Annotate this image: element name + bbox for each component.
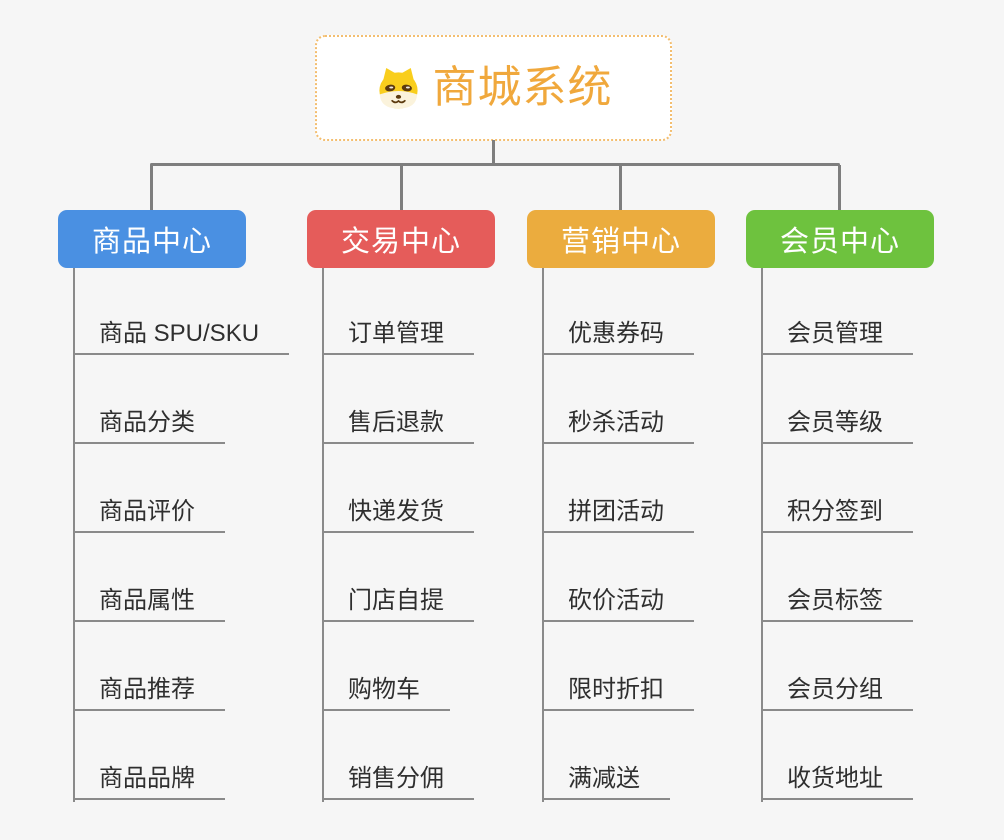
branch-member-center: 会员中心 会员管理 会员等级 积分签到 会员标签 会员分组 收货地址 [746,210,934,802]
branch-items: 会员管理 会员等级 积分签到 会员标签 会员分组 收货地址 [746,268,934,800]
branch-item[interactable]: 订单管理 [322,268,474,355]
branch-vertical-line [73,268,75,802]
branch-product-center: 商品中心 商品 SPU/SKU 商品分类 商品评价 商品属性 商品推荐 商品品牌 [58,210,290,802]
connector-stub-marketing [619,165,622,211]
branch-item[interactable]: 商品品牌 [73,711,225,800]
branch-item[interactable]: 商品评价 [73,444,225,533]
branch-header-product-center[interactable]: 商品中心 [58,210,246,268]
branch-item[interactable]: 售后退款 [322,355,474,444]
branch-item[interactable]: 限时折扣 [542,622,694,711]
branch-item[interactable]: 购物车 [322,622,450,711]
branch-item[interactable]: 砍价活动 [542,533,694,622]
branch-item[interactable]: 会员管理 [761,268,913,355]
branch-item[interactable]: 拼团活动 [542,444,694,533]
branch-item[interactable]: 优惠券码 [542,268,694,355]
branch-item[interactable]: 会员标签 [761,533,913,622]
branch-items: 优惠券码 秒杀活动 拼团活动 砍价活动 限时折扣 满减送 [527,268,715,800]
branch-header-member-center[interactable]: 会员中心 [746,210,934,268]
branch-item[interactable]: 销售分佣 [322,711,474,800]
connector-stub-trade [400,165,403,211]
branch-items: 商品 SPU/SKU 商品分类 商品评价 商品属性 商品推荐 商品品牌 [58,268,290,800]
branch-item[interactable]: 商品分类 [73,355,225,444]
branch-vertical-line [761,268,763,802]
branch-item[interactable]: 门店自提 [322,533,474,622]
branch-items: 订单管理 售后退款 快递发货 门店自提 购物车 销售分佣 [307,268,495,800]
branch-item[interactable]: 商品推荐 [73,622,225,711]
branch-item[interactable]: 积分签到 [761,444,913,533]
branch-item[interactable]: 快递发货 [322,444,474,533]
branch-marketing-center: 营销中心 优惠券码 秒杀活动 拼团活动 砍价活动 限时折扣 满减送 [527,210,715,802]
root-node[interactable]: 商城系统 [315,35,672,141]
branch-item[interactable]: 满减送 [542,711,670,800]
connector-stub-member [838,165,841,211]
branch-header-marketing-center[interactable]: 营销中心 [527,210,715,268]
connector-horizontal-line [150,163,840,166]
branch-item[interactable]: 会员等级 [761,355,913,444]
dog-icon [375,65,422,112]
connector-stub-product [150,165,153,211]
connector-root-stub [492,140,495,165]
branch-item[interactable]: 会员分组 [761,622,913,711]
branch-item[interactable]: 商品属性 [73,533,225,622]
branch-vertical-line [322,268,324,802]
branch-header-trade-center[interactable]: 交易中心 [307,210,495,268]
branch-vertical-line [542,268,544,802]
root-title: 商城系统 [432,63,613,112]
branch-item[interactable]: 商品 SPU/SKU [73,268,290,355]
branch-item[interactable]: 秒杀活动 [542,355,694,444]
branch-trade-center: 交易中心 订单管理 售后退款 快递发货 门店自提 购物车 销售分佣 [307,210,495,802]
branch-item[interactable]: 收货地址 [761,711,913,800]
